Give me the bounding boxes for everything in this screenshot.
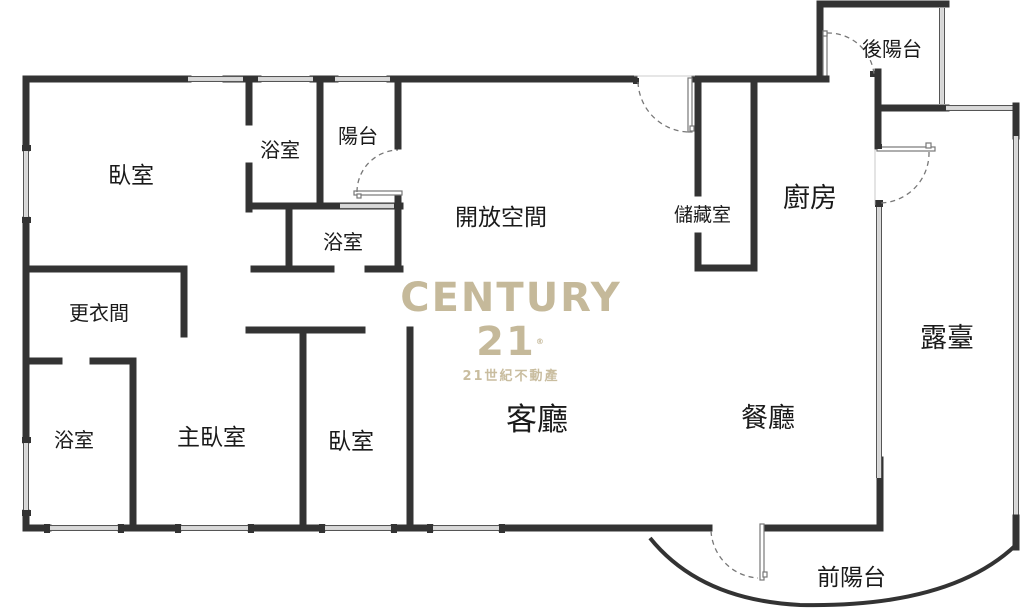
century21-watermark: CENTURY 21® 21世紀不動產: [358, 276, 664, 384]
room-label-terrace: 露臺: [920, 323, 974, 354]
brand-name: CENTURY 21: [400, 275, 622, 365]
room-label-open-space: 開放空間: [455, 205, 547, 231]
registered-mark-icon: ®: [535, 337, 546, 346]
room-label-bedroom-nw: 臥室: [108, 163, 154, 189]
room-label-rear-balcony: 後陽台: [862, 37, 922, 61]
brand-subtitle: 21世紀不動產: [462, 369, 560, 384]
room-label-bathroom-north: 浴室: [260, 138, 300, 162]
doors: [353, 30, 936, 581]
room-label-bathroom-small: 浴室: [323, 230, 363, 254]
room-label-kitchen: 廚房: [783, 183, 837, 214]
windows: [22, 8, 1020, 551]
room-label-balcony-north: 陽台: [338, 124, 378, 148]
front-balcony-rail: [648, 536, 1018, 608]
room-label-dining-room: 餐廳: [741, 403, 795, 434]
room-label-walk-in-closet: 更衣間: [69, 301, 129, 325]
room-label-master-bedroom: 主臥室: [177, 425, 246, 451]
room-label-storage: 儲藏室: [674, 204, 732, 226]
room-label-living-room: 客廳: [506, 402, 568, 438]
room-label-bathroom-master: 浴室: [54, 428, 94, 452]
room-label-front-balcony: 前陽台: [817, 565, 886, 591]
room-label-bedroom-south: 臥室: [328, 429, 374, 455]
walls: [22, 0, 950, 532]
brand-logo-text: CENTURY 21®: [358, 276, 664, 364]
